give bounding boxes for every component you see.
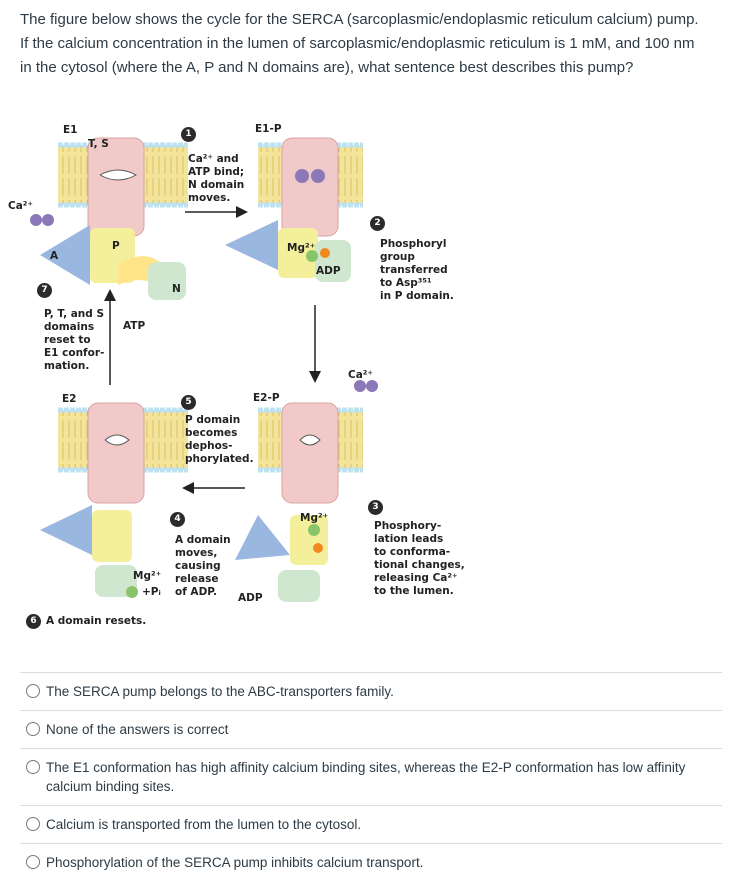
calcium-ion <box>366 380 378 392</box>
step5-number: 5 <box>181 395 196 410</box>
e1p-label: E1-P <box>255 123 282 135</box>
calcium-ion <box>354 380 366 392</box>
option-label: Calcium is transported from the lumen to… <box>46 817 362 832</box>
p-domain-shape-e2 <box>92 510 132 562</box>
option-label: The E1 conformation has high affinity ca… <box>46 760 686 794</box>
mg-right-label: Mg²⁺ <box>300 512 329 524</box>
membrane-e1 <box>58 137 188 237</box>
step2-number: 2 <box>370 216 385 231</box>
serca-cycle-figure: E1 T, S Ca²⁺ A P N ATP 1 Ca²⁺ and ATP bi… <box>0 120 730 640</box>
step2-text: Phosphoryl group transferred to Asp³⁵¹ i… <box>380 238 454 302</box>
a-domain-shape <box>40 225 90 285</box>
step1-number: 1 <box>181 127 196 142</box>
n-domain-label: N <box>172 283 181 295</box>
step3-number: 3 <box>368 500 383 515</box>
ca-label-left: Ca²⁺ <box>8 200 33 212</box>
a-domain-shape-e2 <box>40 505 92 555</box>
step7-text: P, T, and S domains reset to E1 confor- … <box>44 308 105 372</box>
a-domain-shape-e2p <box>235 515 290 560</box>
atp-label: ATP <box>123 320 146 332</box>
calcium-ion <box>42 214 54 226</box>
step3-text: Phosphory- lation leads to conforma- tio… <box>374 520 465 597</box>
option-label: Phosphorylation of the SERCA pump inhibi… <box>46 855 424 870</box>
answer-option[interactable]: The E1 conformation has high affinity ca… <box>20 748 722 805</box>
radio-button[interactable] <box>26 684 40 698</box>
step4-text: A domain moves, causing release of ADP. <box>175 534 231 598</box>
radio-button[interactable] <box>26 855 40 869</box>
n-domain-shape-e2 <box>95 565 137 597</box>
e1-label: E1 <box>63 124 78 136</box>
e2-label: E2 <box>62 393 77 405</box>
n-domain-shape-e2p <box>278 570 320 602</box>
adp-label: ADP <box>316 265 341 277</box>
mg-release-label: Mg²⁺ <box>133 570 162 582</box>
step1-text: Ca²⁺ and ATP bind; N domain moves. <box>188 153 245 204</box>
e2p-label: E2-P <box>253 392 280 404</box>
question-text: The figure below shows the cycle for the… <box>20 11 699 76</box>
step7-number: 7 <box>37 283 52 298</box>
p-domain-shape-e1p <box>278 228 318 278</box>
answer-option[interactable]: Phosphorylation of the SERCA pump inhibi… <box>20 843 722 881</box>
radio-button[interactable] <box>26 817 40 831</box>
answer-option[interactable]: None of the answers is correct <box>20 710 722 748</box>
serca-cycle-diagram <box>30 137 378 602</box>
mg-ion-right <box>308 524 320 536</box>
radio-button[interactable] <box>26 722 40 736</box>
step6-text: A domain resets. <box>46 615 147 627</box>
phosphate-circle-right <box>313 543 323 553</box>
radio-button[interactable] <box>26 760 40 774</box>
step6-number: 6 <box>26 614 41 629</box>
a-domain-label: A <box>50 250 59 262</box>
answer-option[interactable]: Calcium is transported from the lumen to… <box>20 805 722 843</box>
membrane-e2 <box>58 402 188 504</box>
mg-ion <box>306 250 318 262</box>
phosphate-circle <box>320 248 330 258</box>
step5-text: P domain becomes dephos- phorylated. <box>185 414 254 465</box>
adp-release-label: ADP <box>238 592 263 604</box>
ts-label: T, S <box>88 138 109 150</box>
ca-label-right: Ca²⁺ <box>348 369 373 381</box>
mg-ion-bottom <box>126 586 138 598</box>
membrane-e2p <box>258 402 363 504</box>
n-domain-shape <box>148 262 186 300</box>
a-domain-shape-e1p <box>225 220 278 270</box>
mg-label: Mg²⁺ <box>287 242 316 254</box>
membrane-e1p <box>258 137 363 237</box>
option-label: None of the answers is correct <box>46 722 229 737</box>
step4-number: 4 <box>170 512 185 527</box>
answer-options: The SERCA pump belongs to the ABC-transp… <box>20 672 722 881</box>
pi-label: +Pᵢ <box>142 586 161 598</box>
p-domain-label: P <box>112 240 120 252</box>
option-label: The SERCA pump belongs to the ABC-transp… <box>46 684 394 699</box>
calcium-ion <box>30 214 42 226</box>
answer-option[interactable]: The SERCA pump belongs to the ABC-transp… <box>20 672 722 710</box>
